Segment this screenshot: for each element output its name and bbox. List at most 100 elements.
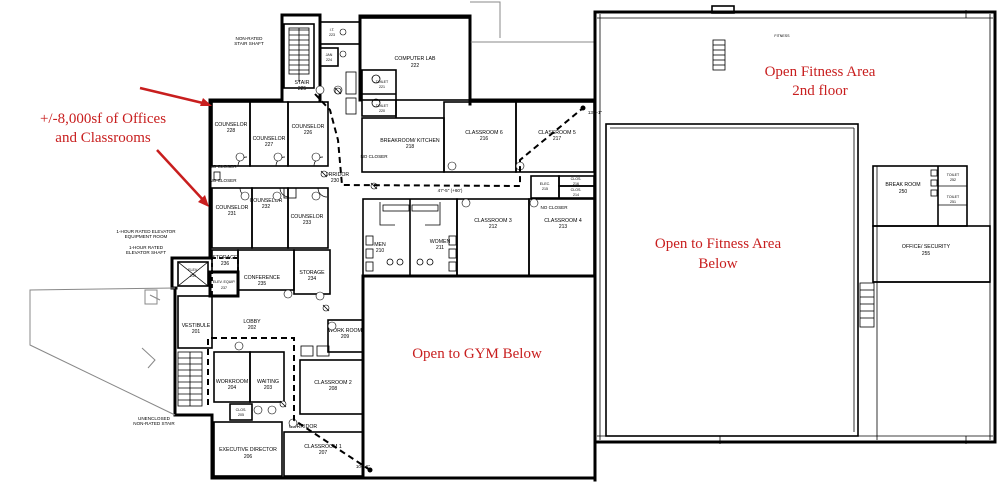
annotation-offices-line1: +/-8,000sf of Offices xyxy=(40,111,166,127)
room-name-clos-216: CLOS. xyxy=(571,177,582,181)
note-elev-equip-2: EQUIPMENT ROOM xyxy=(125,234,168,239)
room-name-corridor-230: CORRIDOR xyxy=(321,172,349,178)
room-jan-224 xyxy=(319,47,339,67)
red-arrowhead-2 xyxy=(198,195,209,207)
room-num-toilet-220: 220 xyxy=(379,109,385,113)
room-num-clos-216: 216 xyxy=(573,182,579,186)
room-name-elev: ELEV. xyxy=(188,268,198,272)
stair-stub-right xyxy=(859,282,875,328)
room-storage-236: STORAGE 236 xyxy=(211,249,239,273)
room-name-breakroom: BREAKROOM/ KITCHEN xyxy=(380,138,440,144)
room-name-clos-214: CLOS. xyxy=(571,188,582,192)
room-storage-234: STORAGE 234 xyxy=(293,249,331,295)
room-num-classroom-4: 213 xyxy=(559,224,568,230)
room-name-executive-director: EXECUTIVE DIRECTOR xyxy=(219,447,277,453)
room-num-clos-214: 214 xyxy=(573,193,579,197)
dim-106: 106'-8" xyxy=(356,464,371,469)
room-num-computer-lab: 222 xyxy=(411,63,420,69)
room-num-toilet-252: 252 xyxy=(950,178,956,182)
room-num-stair-225: 225 xyxy=(298,86,307,92)
room-waiting: WAITING 203 xyxy=(249,351,285,403)
note-no-closer-3: NO CLOSER xyxy=(360,154,388,159)
room-name-counselor-232: COUNSELOR xyxy=(250,198,283,204)
room-classroom-4: CLASSROOM 4 213 xyxy=(528,198,595,277)
room-name-toilet-251: TOILET xyxy=(947,195,960,199)
note-enclosed-stair-1: UNENCLOSED xyxy=(138,416,171,421)
room-num-counselor-233: 233 xyxy=(303,220,312,226)
dim-137: 137'-1" xyxy=(588,110,603,115)
room-num-lobby: 202 xyxy=(248,325,257,331)
fitness-tag: FITNESS xyxy=(774,34,790,38)
room-name-storage-234: STORAGE xyxy=(299,270,325,276)
room-name-office-security: OFFICE/ SECURITY xyxy=(902,244,951,250)
note-enclosed-stair-2: NON-RATED STAIR xyxy=(133,421,175,426)
counselor-block-north: COUNSELOR 228 COUNSELOR 227 COUNSELOR 22… xyxy=(211,101,329,167)
room-workroom-204: WORKROOM 204 xyxy=(213,351,251,403)
room-num-men: 210 xyxy=(376,248,385,254)
room-num-classroom-2: 208 xyxy=(329,386,338,392)
room-name-vestibule: VESTIBULE xyxy=(182,323,211,329)
room-num-executive-director: 206 xyxy=(244,454,253,460)
room-name-classroom-5: CLASSROOM 5 xyxy=(538,130,576,136)
room-conference: CONFERENCE 235 xyxy=(237,249,295,291)
room-num-storage-236: 236 xyxy=(221,261,230,267)
room-name-jan-224: JAN xyxy=(326,53,333,57)
red-annotations: +/-8,000sf of Offices and Classrooms Ope… xyxy=(40,64,876,362)
room-work-room: WORK ROOM 209 xyxy=(300,319,364,357)
room-num-classroom-3: 212 xyxy=(489,224,498,230)
room-name-work-room: WORK ROOM xyxy=(328,328,362,334)
room-num-counselor-226: 226 xyxy=(304,130,313,136)
room-classroom-2: CLASSROOM 2 208 xyxy=(299,359,364,415)
room-breakroom: BREAKROOM/ KITCHEN 218 xyxy=(361,100,445,173)
room-classroom-5: CLASSROOM 5 217 xyxy=(515,101,595,173)
room-name-classroom-2: CLASSROOM 2 xyxy=(314,380,352,386)
room-name-elec: ELEC. xyxy=(540,182,550,186)
dim-47: 47'-5" (+60') xyxy=(438,188,463,193)
room-name-storage-236: STORAGE xyxy=(212,255,238,261)
room-num-corridor-230: 230 xyxy=(331,178,340,184)
stair-225: STAIR 225 xyxy=(283,23,315,92)
room-vestibule: VESTIBULE 201 xyxy=(177,295,213,349)
room-name-toilet-252: TOILET xyxy=(947,173,960,177)
room-computer-lab: COMPUTER LAB 222 xyxy=(359,17,471,101)
note-elev-shaft-2: ELEVATOR SHAFT xyxy=(126,250,166,255)
main-building xyxy=(29,1,597,482)
room-name-classroom-6: CLASSROOM 6 xyxy=(465,130,503,136)
room-num-conference: 235 xyxy=(258,281,267,287)
room-name-break-room: BREAK ROOM xyxy=(885,182,920,188)
note-elev-shaft-1: 1-HOUR RATED xyxy=(129,245,164,250)
note-no-closer-1: NO CLOSER xyxy=(209,164,237,169)
room-name-elev-equip: ELEV. EQUIP. xyxy=(213,280,236,284)
room-name-men: MEN xyxy=(374,242,386,248)
annotation-fitness-2nd-line2: 2nd floor xyxy=(792,83,847,99)
stair-stub-top xyxy=(712,39,726,71)
room-name-corridor-lower: CORRIDOR xyxy=(289,424,317,430)
room-executive-director: EXECUTIVE DIRECTOR 206 xyxy=(213,421,283,477)
room-name-waiting: WAITING xyxy=(257,379,279,385)
utility-rooms: ELEC. 215 CLOS. 216 CLOS. 214 xyxy=(530,175,595,199)
note-elev-equip-1: 1-HOUR RATED ELEVATOR xyxy=(116,229,176,234)
room-num-elev-equip: 237 xyxy=(221,286,227,290)
room-name-counselor-228: COUNSELOR xyxy=(215,122,248,128)
counselor-block-south: COUNSELOR 231 COUNSELOR 232 COUNSELOR 23… xyxy=(211,187,329,249)
red-arrow-1 xyxy=(139,86,208,106)
room-num-breakroom: 218 xyxy=(406,144,415,150)
unenclosed-stair xyxy=(177,351,203,407)
room-num-toilet-221: 221 xyxy=(379,85,385,89)
annotation-fitness-below-line1: Open to Fitness Area xyxy=(655,236,782,252)
door-tags xyxy=(234,85,539,428)
room-num-counselor-232: 232 xyxy=(262,204,271,210)
room-classroom-6: CLASSROOM 6 216 xyxy=(443,101,517,173)
annotation-gym-below: Open to GYM Below xyxy=(412,346,542,362)
room-name-toilet-221: TOILET xyxy=(376,80,389,84)
annotation-fitness-2nd-line1: Open Fitness Area xyxy=(765,64,876,80)
room-clos-205: CLOS. 205 xyxy=(229,403,253,421)
elevator: ELEV. 239 ELEV. EQUIP. 237 xyxy=(177,261,240,298)
room-num-women: 211 xyxy=(436,245,444,251)
room-name-lobby: LOBBY xyxy=(243,319,261,325)
room-num-classroom-1: 207 xyxy=(319,450,328,456)
room-num-work-room: 209 xyxy=(341,334,350,340)
room-name-counselor-227: COUNSELOR xyxy=(253,136,286,142)
room-name-clos-205: CLOS. xyxy=(236,408,247,412)
